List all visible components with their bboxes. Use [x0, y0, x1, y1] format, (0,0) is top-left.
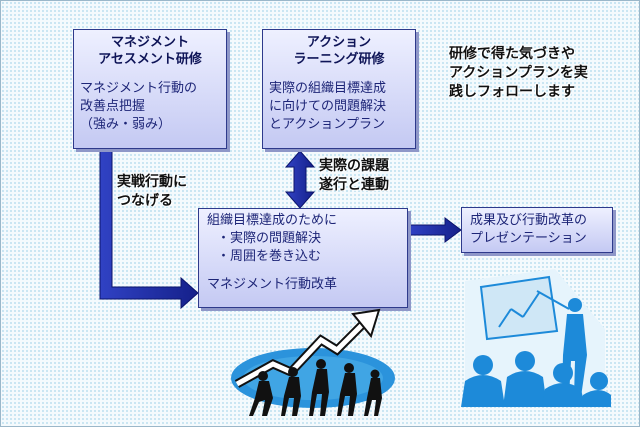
action-learning-body-line: に向けての問題解決: [269, 99, 387, 114]
practice-note: 実戦行動に つなげる: [117, 173, 187, 211]
organization-bullet: ・周囲を巻き込む: [217, 249, 322, 264]
action-learning-training-box: アクション ラーニング研修 実際の組織目標達成 に向けての問題解決 とアクション…: [262, 29, 416, 149]
action-learning-body-line: とアクションプラン: [269, 117, 385, 132]
action-learning-body-line: 実際の組織目標達成: [269, 81, 387, 96]
practice-note-line: 実戦行動に: [117, 174, 187, 190]
tasks-note-line: 遂行と連動: [319, 177, 389, 193]
practice-note-line: つなげる: [117, 193, 173, 209]
organization-heading: 組織目標達成のために: [207, 213, 338, 228]
action-learning-title-line2: ラーニング研修: [293, 52, 385, 67]
assessment-body-line: （強み・弱み）: [80, 117, 172, 132]
assessment-body-line: マネジメント行動の: [80, 81, 198, 96]
action-learning-body: 実際の組織目標達成 に向けての問題解決 とアクションプラン: [269, 80, 409, 134]
result-presentation-box: 成果及び行動改革の プレゼンテーション: [461, 207, 613, 253]
organization-bullet: ・実際の問題解決: [217, 231, 322, 246]
presentation-meeting-illustration-icon: [461, 269, 611, 407]
followup-note-line: 践しフォローします: [449, 84, 575, 100]
organization-footer: マネジメント行動改革: [207, 277, 338, 292]
followup-note-line: アクションプランを実: [449, 65, 588, 81]
followup-note: 研修で得た気づきや アクションプランを実 践しフォローします: [449, 45, 588, 102]
tasks-note-line: 実際の課題: [319, 158, 389, 174]
result-line: プレゼンテーション: [470, 231, 587, 246]
assessment-training-box: マネジメント アセスメント研修 マネジメント行動の 改善点把握 （強み・弱み）: [73, 29, 227, 149]
action-learning-title-line1: アクション: [306, 35, 372, 50]
assessment-body: マネジメント行動の 改善点把握 （強み・弱み）: [80, 80, 220, 134]
right-arrow: [408, 217, 462, 243]
tasks-note: 実際の課題 遂行と連動: [319, 157, 389, 195]
assessment-title-line1: マネジメント: [110, 35, 189, 50]
double-vertical-arrow: [284, 150, 316, 209]
organization-bullet-list: ・実際の問題解決 ・周囲を巻き込む: [207, 230, 399, 266]
followup-note-line: 研修で得た気づきや: [449, 46, 575, 62]
organization-goal-box: 組織目標達成のために ・実際の問題解決 ・周囲を巻き込む マネジメント行動改革: [198, 208, 408, 308]
assessment-body-line: 改善点把握: [80, 99, 146, 114]
l-shaped-arrow: [99, 149, 199, 310]
assessment-title-line2: アセスメント研修: [98, 52, 202, 67]
result-line: 成果及び行動改革の: [470, 213, 588, 228]
team-pushing-rising-arrow-illustration-icon: [231, 308, 395, 416]
